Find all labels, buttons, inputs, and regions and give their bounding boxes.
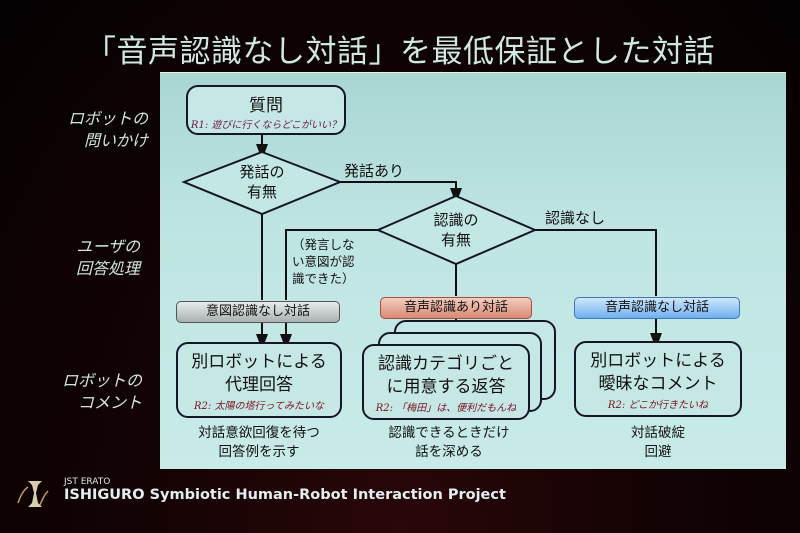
side-label-line: ロボットの [67,109,148,128]
decision-line: 発話の [239,163,285,181]
response-example: R2: 「梅田」は、便利だもんね [375,403,517,414]
caption-branch-3: 対話破綻 回避 [600,424,716,462]
decision-line: 有無 [246,183,277,201]
response-box-vague-comment: 別ロボットによる 曖昧なコメント R2: どこか行きたいね [574,341,742,417]
question-example: R1: 遊びに行くならどこがいい？ [190,120,342,131]
pill-no-speech-recognition-dialog: 音声認識なし対話 [574,297,740,319]
response-text: 認識カテゴリごと に用意する返答 [364,353,528,399]
note-intent-recognized: （発言しな い意図が認 識できた） [292,236,355,287]
response-text: 別ロボットによる 曖昧なコメント [576,350,740,396]
decision-line: 有無 [440,231,471,249]
decision-line: 認識の [433,211,479,229]
side-label-line: 問いかけ [83,131,148,150]
side-label-line: ユーザの [76,237,140,256]
slide-title: 「音声認識なし対話」を最低保証とした対話 [85,34,715,70]
footer-sub: JST ERATO [64,477,111,487]
side-label-line: ロボットの [61,371,142,390]
decision-recognition: 認識の 有無 [416,210,496,250]
caption-line: 回答例を示す [218,444,300,460]
response-line: 認識カテゴリごと [378,354,514,374]
edge-label-recognition-no: 認識なし [545,209,606,227]
response-box-category-reply: 認識カテゴリごと に用意する返答 R2: 「梅田」は、便利だもんね [362,344,530,420]
pill-intent-no-recognition-dialog: 意図認識なし対話 [176,301,340,323]
response-line: に用意する返答 [386,377,506,397]
caption-line: 対話破綻 [631,425,685,441]
question-title: 質問 [249,96,283,116]
question-box: 質問 R1: 遊びに行くならどこがいい？ [186,85,346,135]
response-line: 代理回答 [225,375,293,395]
response-box-proxy-answer: 別ロボットによる 代理回答 R2: 太陽の塔行ってみたいな [176,342,342,418]
side-label-line: コメント [77,393,142,412]
response-line: 別ロボットによる [590,351,726,371]
side-label-line: 回答処理 [75,259,140,278]
side-label-user-response: ユーザの 回答処理 [20,236,140,280]
response-example: R2: どこか行きたいね [607,400,709,411]
side-label-robot-question: ロボットの 問いかけ [28,108,148,152]
note-line: 識できた） [292,271,355,286]
caption-line: 対話意欲回復を待つ [198,425,320,441]
edge-label-speech-yes: 発話あり [344,162,405,180]
response-line: 別ロボットによる [191,352,327,372]
caption-line: 話を深める [415,444,483,460]
response-example: R2: 太陽の塔行ってみたいな [194,401,324,412]
decision-speech: 発話の 有無 [222,162,302,202]
caption-line: 回避 [644,444,672,460]
caption-branch-1: 対話意欲回復を待つ 回答例を示す [166,424,352,462]
pill-speech-recognition-dialog: 音声認識あり対話 [380,297,532,319]
note-line: い意図が認 [292,254,355,269]
note-line: （発言しな [292,237,355,252]
response-line: 曖昧なコメント [598,374,718,394]
caption-branch-2: 認識できるときだけ 話を深める [366,424,532,462]
footer-main: ISHIGURO Symbiotic Human-Robot Interacti… [64,487,506,503]
erato-logo-icon [17,481,49,507]
caption-line: 認識できるときだけ [388,425,510,441]
response-text: 別ロボットによる 代理回答 [178,351,340,397]
side-label-robot-comment: ロボットの コメント [22,370,142,414]
